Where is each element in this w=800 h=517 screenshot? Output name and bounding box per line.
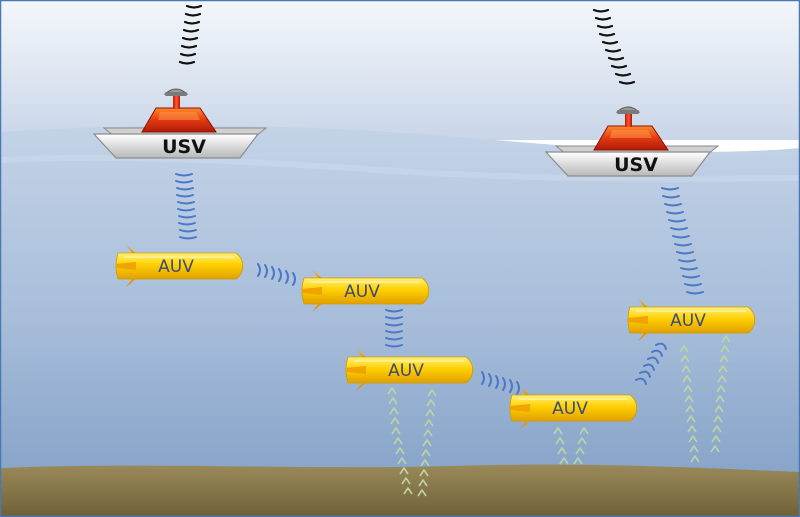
auv-2: AUV <box>301 269 430 313</box>
usv-left-label: USV <box>162 136 206 158</box>
acoustic-link-auv-3-to-auv-4 <box>481 371 520 395</box>
acoustic-link-auv-4-to-auv-5 <box>635 342 667 385</box>
sonar-pings-auv-3 <box>387 387 437 497</box>
auv-4-label: AUV <box>552 399 588 419</box>
auv-3: AUV <box>345 348 474 392</box>
sonar-pings-auv-5 <box>679 335 731 463</box>
auv-1: AUV <box>115 244 244 288</box>
sonar-pings-auv-4 <box>553 427 589 465</box>
seabed <box>0 464 800 517</box>
auv-4: AUV <box>509 386 638 430</box>
sky <box>0 0 800 140</box>
auv-2-label: AUV <box>344 282 380 302</box>
auv-5: AUV <box>627 298 756 342</box>
auv-3-label: AUV <box>388 361 424 381</box>
radio-link-right <box>592 8 636 85</box>
usv-right-label: USV <box>614 154 658 176</box>
radio-link-left <box>178 4 203 65</box>
auv-1-label: AUV <box>158 257 194 277</box>
acoustic-link-auv-1-to-auv-2 <box>257 263 296 286</box>
usv-left: USV <box>93 88 267 159</box>
acoustic-link-usv-right-to-auv-5 <box>661 187 704 295</box>
usv-right: USV <box>545 106 719 177</box>
auv-5-label: AUV <box>670 311 706 331</box>
acoustic-link-auv-2-to-auv-3 <box>385 309 403 348</box>
acoustic-link-usv-left-to-auv-1 <box>175 173 197 240</box>
